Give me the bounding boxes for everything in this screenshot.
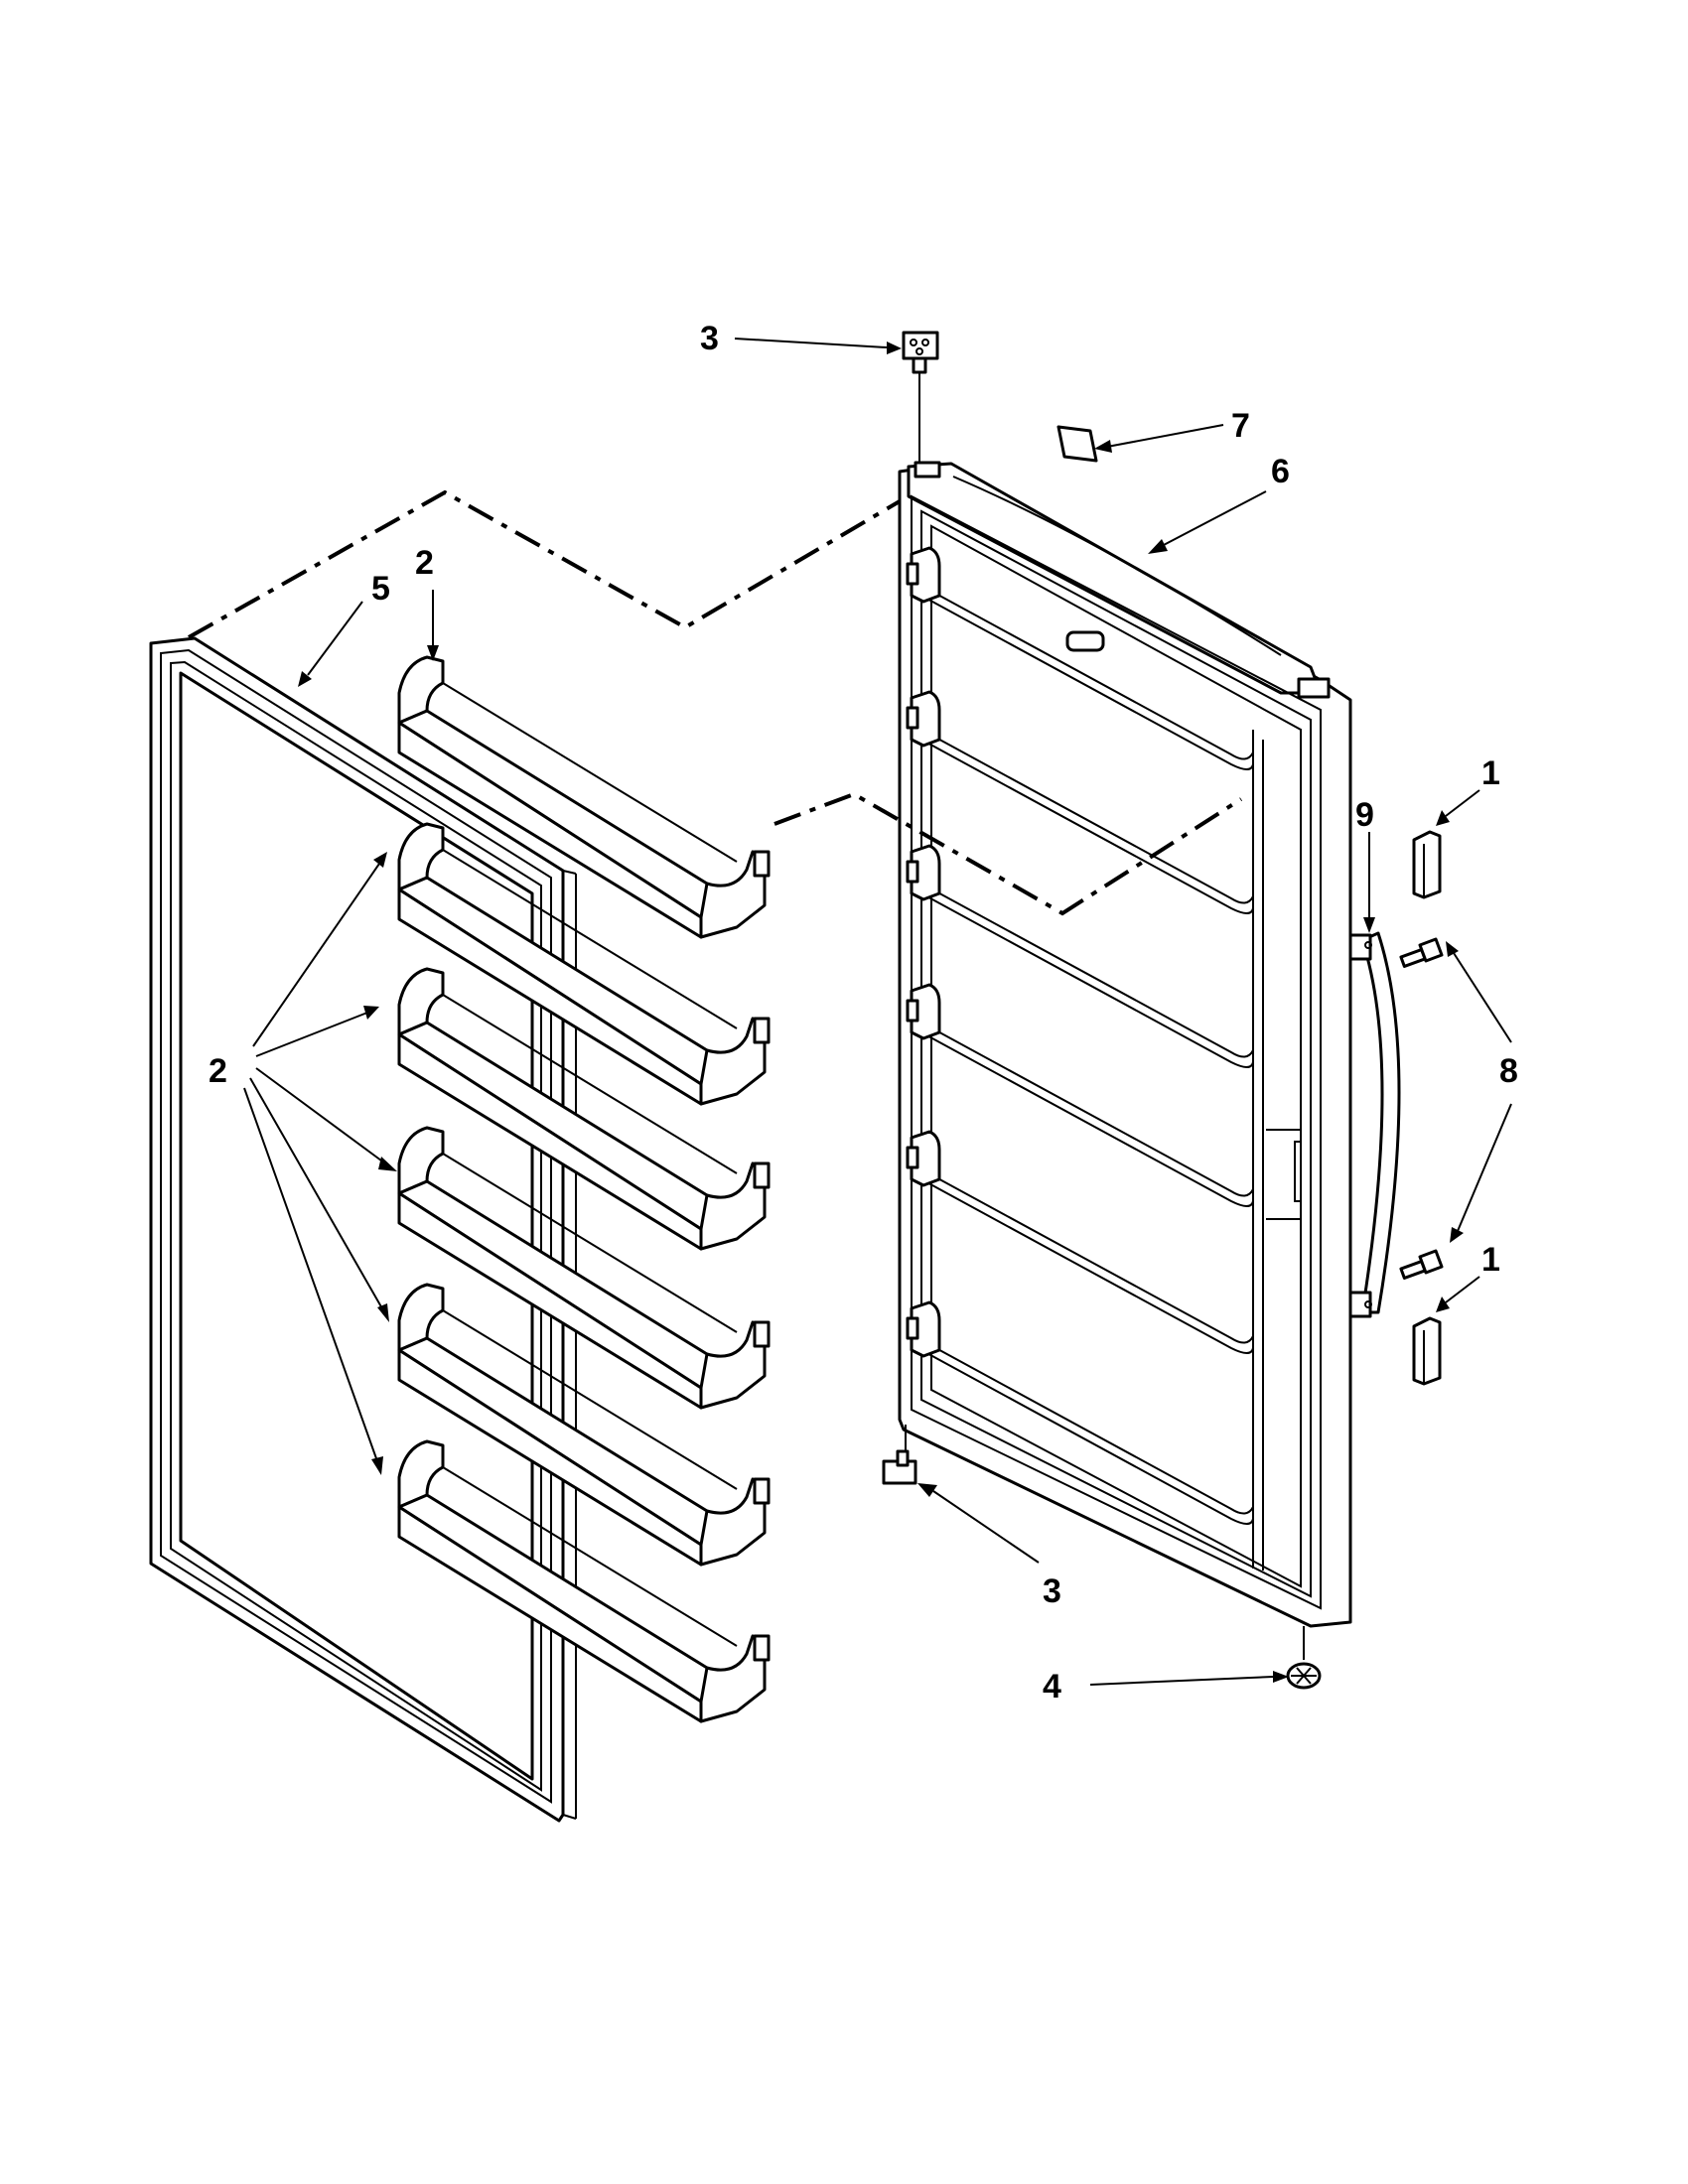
door-shelf-rail bbox=[906, 1130, 1254, 1354]
screw-bottom bbox=[1399, 1249, 1444, 1280]
door-shelf-rail bbox=[906, 690, 1254, 914]
callout-3-bottom: 3 bbox=[1043, 1572, 1061, 1610]
callout-3-top: 3 bbox=[700, 320, 719, 357]
door-bins bbox=[397, 655, 771, 1723]
door-shelf-rail bbox=[906, 983, 1254, 1207]
callout-9: 9 bbox=[1355, 796, 1374, 834]
hinge-bearing bbox=[1286, 1626, 1322, 1690]
callout-6: 6 bbox=[1271, 453, 1290, 490]
door-hinge-bracket-top bbox=[914, 461, 1331, 699]
handle-screws bbox=[1399, 937, 1444, 1280]
handle-cap-bottom bbox=[1412, 1316, 1442, 1386]
door-handle bbox=[1348, 931, 1401, 1318]
door-bin bbox=[397, 967, 771, 1251]
callout-labels: 3 7 6 2 5 1 9 2 8 1 3 4 bbox=[209, 320, 1518, 1706]
callout-1-top: 1 bbox=[1481, 754, 1500, 792]
door-bin bbox=[397, 1283, 771, 1567]
callout-1-bottom: 1 bbox=[1481, 1241, 1500, 1279]
door-shelf-rail bbox=[906, 1300, 1254, 1525]
handle-cap-top bbox=[1412, 830, 1442, 899]
door-bin bbox=[397, 655, 771, 939]
callout-5: 5 bbox=[371, 570, 390, 608]
callout-2-left: 2 bbox=[209, 1052, 227, 1090]
callout-2-top: 2 bbox=[415, 544, 434, 582]
door-shelf-rail bbox=[906, 546, 1254, 770]
door-assembly bbox=[898, 462, 1352, 1628]
door-bin bbox=[397, 1126, 771, 1410]
callout-8: 8 bbox=[1499, 1052, 1518, 1090]
nameplate bbox=[1056, 425, 1098, 463]
callout-4: 4 bbox=[1043, 1668, 1061, 1706]
callout-7: 7 bbox=[1231, 407, 1250, 445]
door-bin bbox=[397, 822, 771, 1106]
bottom-hinge bbox=[882, 1425, 917, 1485]
assembly-guide-lines bbox=[188, 489, 1243, 916]
door-shelf-rails bbox=[906, 546, 1254, 1525]
door-bin bbox=[397, 1439, 771, 1723]
door-shelf-rail bbox=[906, 844, 1254, 1068]
callout-leaders bbox=[243, 338, 1512, 1686]
top-hinge bbox=[902, 331, 939, 463]
screw-top bbox=[1399, 937, 1444, 968]
